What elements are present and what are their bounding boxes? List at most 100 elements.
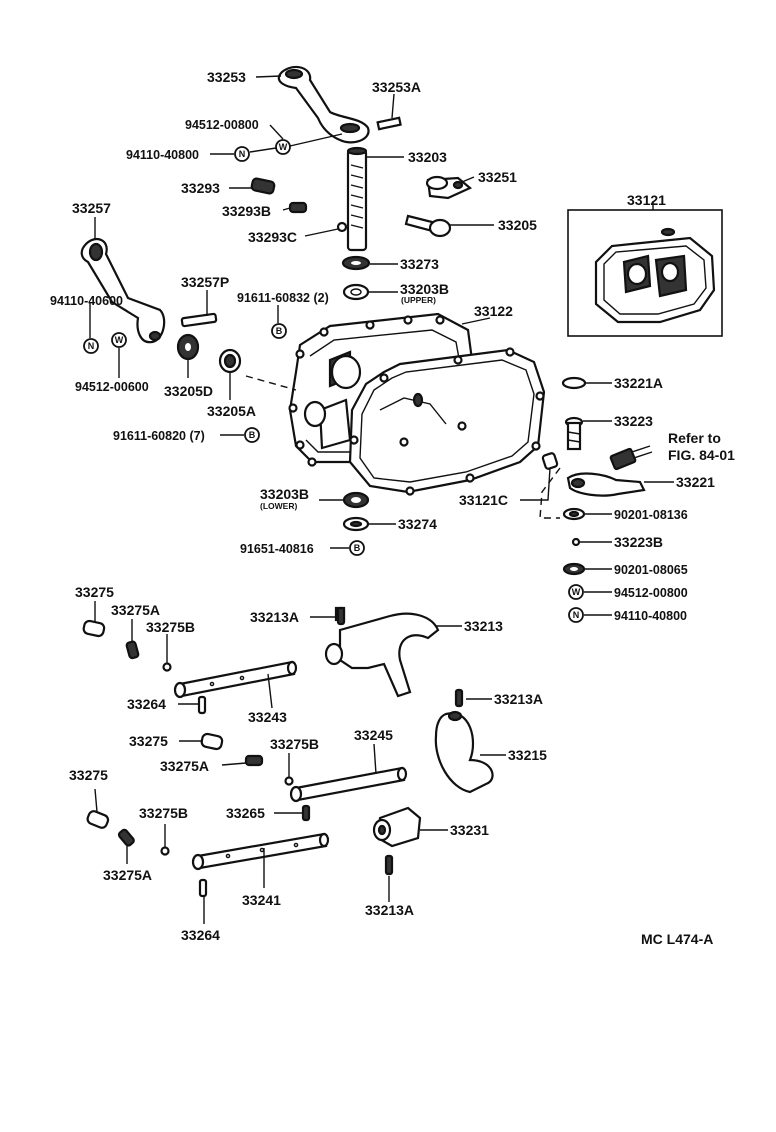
washer-90201-08136 xyxy=(562,507,586,521)
pin-33213A-b xyxy=(454,688,464,708)
washer-33273 xyxy=(341,255,371,271)
shift-fork-33215 xyxy=(434,710,494,794)
pin-33293 xyxy=(250,177,276,195)
label-33203B-lower: 33203B xyxy=(260,486,309,502)
label-91611-60820: 91611-60820 (7) xyxy=(113,429,205,443)
plug-33275-a xyxy=(82,619,106,638)
label-33121C: 33121C xyxy=(459,492,508,508)
shift-head-33231 xyxy=(372,806,422,848)
label-33257: 33257 xyxy=(72,200,111,216)
label-33265: 33265 xyxy=(226,805,265,821)
seal-33203B-upper xyxy=(342,283,370,301)
label-33203B-upper-note: (UPPER) xyxy=(401,295,436,305)
label-33293C: 33293C xyxy=(248,229,297,245)
reference-line1: Refer to xyxy=(668,430,721,446)
label-33275A-b: 33275A xyxy=(160,758,209,774)
label-33275A-c: 33275A xyxy=(103,867,152,883)
label-33231: 33231 xyxy=(450,822,489,838)
svg-text:W: W xyxy=(115,335,124,345)
label-33275B-a: 33275B xyxy=(146,619,195,635)
spring-33275A-c xyxy=(117,828,135,847)
spring-33293B xyxy=(288,201,308,214)
label-33264-b: 33264 xyxy=(181,927,220,943)
seal-33205A xyxy=(218,348,242,374)
washer-symbol-top: W xyxy=(275,139,291,155)
label-33121: 33121 xyxy=(627,192,666,208)
switch-33221 xyxy=(566,445,653,497)
gasket-33121C xyxy=(348,347,546,496)
bolt-33223 xyxy=(564,416,584,451)
label-33293B: 33293B xyxy=(222,203,271,219)
label-94110-40800-top: 94110-40800 xyxy=(126,148,199,162)
ball-33223B xyxy=(571,537,581,547)
label-33253: 33253 xyxy=(207,69,246,85)
pin-33213A-c xyxy=(384,854,394,876)
label-33203B-lower-note: (LOWER) xyxy=(260,501,297,511)
label-33274: 33274 xyxy=(398,516,437,532)
pin-33264-b xyxy=(198,878,208,898)
seal-33203B-lower xyxy=(342,491,370,509)
spring-33275A-b xyxy=(244,754,264,767)
shift-rail-33243 xyxy=(173,660,298,699)
pin-33253A xyxy=(376,116,402,131)
bolt-symbol-91651-40816: B xyxy=(349,540,365,556)
washer-33221A xyxy=(561,376,587,390)
ball-33275B-c xyxy=(160,846,170,856)
nut-symbol-top: N xyxy=(234,146,250,162)
shift-lever-33253 xyxy=(277,65,370,144)
label-94110-40600: 94110-40600 xyxy=(50,294,123,308)
label-33213A-b: 33213A xyxy=(494,691,543,707)
reference-line2: FIG. 84-01 xyxy=(668,447,735,463)
shift-fork-33213 xyxy=(324,606,440,698)
washer-33205D xyxy=(176,333,200,361)
label-33241: 33241 xyxy=(242,892,281,908)
label-33203: 33203 xyxy=(408,149,447,165)
footer-code: MC L474-A xyxy=(641,931,713,947)
label-33213A-c: 33213A xyxy=(365,902,414,918)
shift-head-33251 xyxy=(425,175,473,200)
label-94512-00800-right: 94512-00800 xyxy=(614,586,688,600)
svg-text:B: B xyxy=(276,326,283,336)
svg-text:N: N xyxy=(573,610,580,620)
label-33251: 33251 xyxy=(478,169,517,185)
nut-symbol-right: N xyxy=(568,607,584,623)
plug-33275-b xyxy=(200,732,224,751)
label-33243: 33243 xyxy=(248,709,287,725)
washer-symbol-left: W xyxy=(111,332,127,348)
shift-rail-33245 xyxy=(289,766,408,803)
washer-symbol-right: W xyxy=(568,584,584,600)
label-94512-00600: 94512-00600 xyxy=(75,380,149,394)
label-33275A-a: 33275A xyxy=(111,602,160,618)
leader-lines xyxy=(89,75,674,924)
labels: 33253 33253A 94512-00800 94110-40800 332… xyxy=(50,69,735,947)
ball-33275B-a xyxy=(162,662,172,672)
label-33205: 33205 xyxy=(498,217,537,233)
label-33213A-a: 33213A xyxy=(250,609,299,625)
label-33273: 33273 xyxy=(400,256,439,272)
bolt-symbol-91611-60820: B xyxy=(244,427,260,443)
lever-33257 xyxy=(80,237,166,344)
spring-33275A-a xyxy=(125,640,140,660)
label-33205A: 33205A xyxy=(207,403,256,419)
plug-33223B-body xyxy=(541,452,559,470)
label-94110-40800-right: 94110-40800 xyxy=(614,609,687,623)
bolt-symbol-91611-60832: B xyxy=(271,323,287,339)
label-33122: 33122 xyxy=(474,303,513,319)
label-91611-60832: 91611-60832 (2) xyxy=(237,291,329,305)
washer-90201-08065 xyxy=(562,562,586,576)
label-91651-40816: 91651-40816 xyxy=(240,542,314,556)
label-33275B-b: 33275B xyxy=(270,736,319,752)
pin-33257P xyxy=(180,312,218,328)
svg-text:B: B xyxy=(354,543,361,553)
label-33245: 33245 xyxy=(354,727,393,743)
label-94512-00800-top: 94512-00800 xyxy=(185,118,259,132)
svg-text:B: B xyxy=(249,430,256,440)
pin-33264-a xyxy=(197,695,207,715)
label-33253A: 33253A xyxy=(372,79,421,95)
label-33213: 33213 xyxy=(464,618,503,634)
pin-33213A-a xyxy=(336,606,346,626)
label-33257P: 33257P xyxy=(181,274,229,290)
svg-text:W: W xyxy=(572,587,581,597)
pin-33265 xyxy=(301,804,311,822)
